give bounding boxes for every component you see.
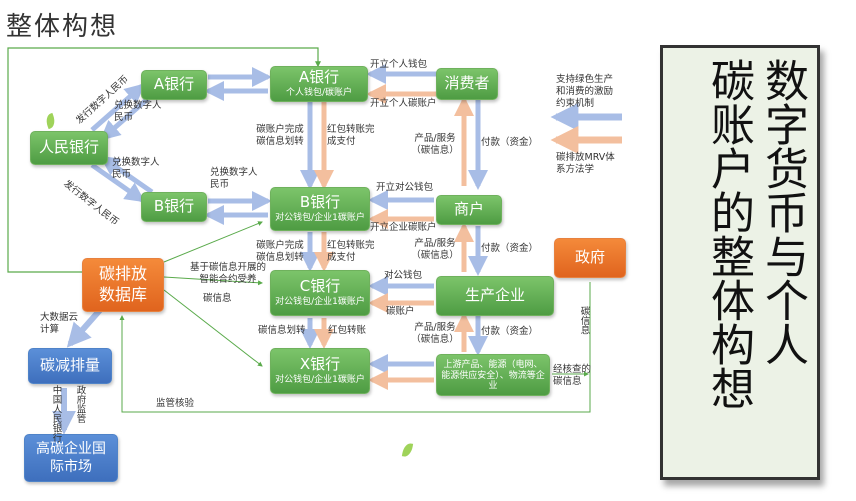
label-exchange-rmb-b: 兑换数字人民币 [112, 157, 160, 180]
legend-blue-text: 支持绿色生产和消费的激励约束机制 [556, 74, 614, 109]
label-supervision-check: 监管核验 [156, 398, 195, 409]
label-exchange-rmb-c: 兑换数字人民币 [210, 167, 258, 190]
label-red-packet-2: 红包转账完成支付 [327, 240, 375, 263]
node-merchant[interactable]: 商户 [436, 195, 502, 225]
label-corp-wallet: 对公钱包 [384, 270, 423, 281]
label-product-service-2: 产品/服务（碳信息） [411, 238, 459, 261]
label-red-packet-short: 红包转账 [328, 325, 367, 336]
label-gov-supervision: 政府监管 [74, 385, 86, 423]
label-open-personal-carbon: 开立个人碳账户 [370, 98, 437, 109]
label-carbon-account-transfer-2: 碳账户完成碳信息划转 [256, 240, 304, 263]
node-b-bank[interactable]: B银行 [141, 192, 207, 222]
label-red-packet: 红包转账完成支付 [327, 124, 375, 147]
node-c-bank[interactable]: C银行 对公钱包/企业1碳账户 [270, 270, 370, 316]
label-payment-3: 付款（资金） [481, 326, 539, 337]
label-open-corp-wallet: 开立对公钱包 [376, 182, 434, 193]
label-gov-carbon-info: 碳信息 [578, 306, 590, 335]
node-x-bank[interactable]: X银行 对公钱包/企业1碳账户 [270, 348, 370, 394]
label-product-service-1: 产品/服务（碳信息） [411, 133, 459, 156]
label-carbon-info-db: 碳信息 [203, 293, 232, 304]
node-b-bank-wallet[interactable]: B银行 对公钱包/企业1碳账户 [270, 187, 370, 231]
node-carbon-db[interactable]: 碳排放数据库 [82, 258, 164, 312]
node-a-bank[interactable]: A银行 [141, 70, 207, 100]
label-open-corp-carbon: 开立企业碳账户 [370, 222, 437, 233]
node-upstream[interactable]: 上游产品、能源（电网、能源供应安全）、物流等企业 [436, 354, 550, 396]
label-exchange-rmb-a: 兑换数字人民币 [114, 100, 162, 123]
node-a-bank-wallet[interactable]: A银行 个人钱包/碳账户 [270, 66, 368, 102]
label-payment-2: 付款（资金） [481, 243, 539, 254]
label-carbon-account: 碳账户 [386, 306, 415, 317]
node-carbon-reduction[interactable]: 碳减排量 [28, 348, 112, 384]
node-producer[interactable]: 生产企业 [436, 276, 554, 316]
node-market[interactable]: 高碳企业国际市场 [24, 434, 118, 482]
node-consumer[interactable]: 消费者 [436, 68, 498, 100]
label-payment-1: 付款（资金） [481, 137, 539, 148]
label-carbon-info-transfer: 碳信息划转 [258, 325, 306, 336]
label-verified-carbon: 经核查的碳信息 [553, 364, 592, 387]
label-carbon-account-transfer: 碳账户完成碳信息划转 [256, 124, 304, 147]
page-title: 整体构想 [6, 12, 119, 42]
panel-line-1: 数字货币与个人 [757, 58, 808, 366]
node-pboc[interactable]: 人民银行 [30, 131, 108, 165]
label-open-personal-wallet: 开立个人钱包 [370, 59, 428, 70]
panel-line-2: 碳账户的整体构想 [703, 58, 754, 410]
label-big-data: 大数据云计算 [40, 312, 79, 335]
node-government[interactable]: 政府 [554, 238, 626, 278]
label-pboc-vertical: 中国人民银行 [50, 385, 62, 442]
label-product-service-3: 产品/服务（碳信息） [411, 322, 459, 345]
summary-panel: 数字货币与个人 碳账户的整体构想 [660, 45, 820, 480]
frame-line [7, 47, 321, 273]
legend-orange-text: 碳排放MRV体系方法学 [556, 152, 615, 175]
label-smart-contract: 基于碳信息开展的智能合约受养 [189, 262, 266, 285]
